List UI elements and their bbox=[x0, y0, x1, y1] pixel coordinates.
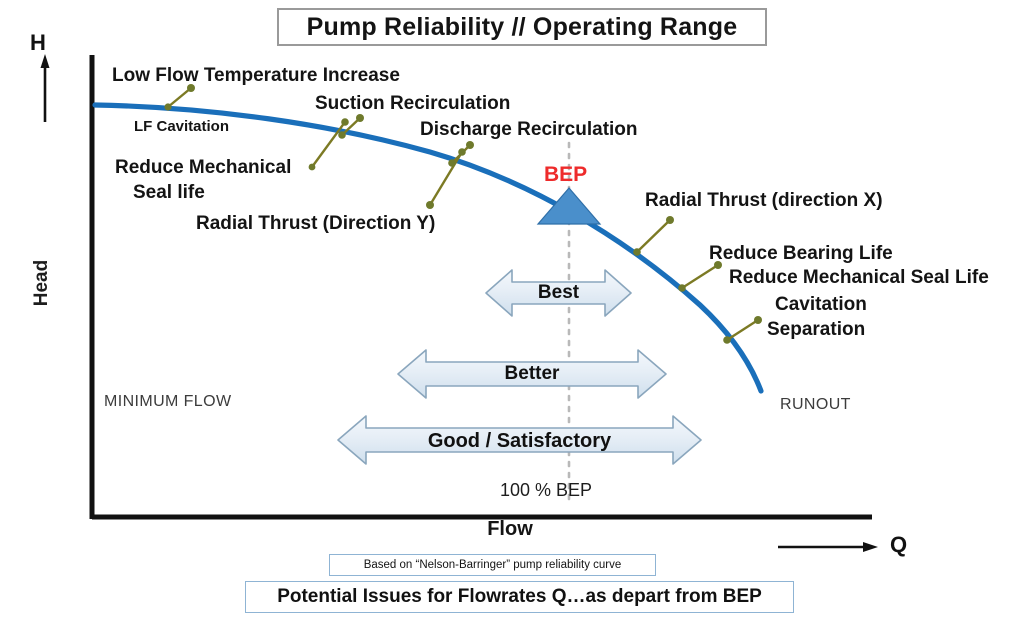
band-arrow-best bbox=[485, 269, 632, 317]
leader-dot-low-flow-temp bbox=[187, 84, 195, 92]
minimum-flow-label: MINIMUM FLOW bbox=[104, 393, 232, 410]
band-label-better-text: Better bbox=[504, 363, 560, 384]
caption-text: Potential Issues for Flowrates Q…as depa… bbox=[277, 586, 762, 607]
band-arrow-good-satisfactory bbox=[337, 415, 702, 465]
runout-label: RUNOUT bbox=[780, 396, 851, 413]
page-title-text: Pump Reliability // Operating Range bbox=[306, 12, 738, 41]
leader-dot-suction-recirculation bbox=[356, 114, 364, 122]
y-axis-symbol: H bbox=[30, 30, 46, 55]
band-label-best: Best bbox=[486, 272, 631, 314]
leader-dot-reduce-bearing-life bbox=[714, 261, 722, 269]
leader-dot-cavitation bbox=[754, 316, 762, 324]
bep-axis-label: 100 % BEP bbox=[500, 480, 593, 500]
leader-dot-reduce-mech-seal-life bbox=[308, 163, 316, 171]
leader-cavitation-separation bbox=[726, 318, 759, 342]
leader-dot-radial-thrust-x bbox=[666, 216, 674, 224]
pump-head-curve bbox=[92, 102, 764, 394]
page-title: Pump Reliability // Operating Range bbox=[277, 8, 767, 46]
leader-radial-thrust-y bbox=[428, 151, 464, 206]
callout-radial-thrust-direction-x: Radial Thrust (direction X) bbox=[645, 190, 883, 211]
callout-reduce-mechanical-seal-life-right: Reduce Mechanical Seal Life bbox=[729, 267, 989, 288]
leader-dot-radial-thrust-y bbox=[426, 201, 434, 209]
band-arrow-better bbox=[397, 349, 667, 399]
q-axis-arrow bbox=[778, 542, 878, 552]
callout-low-flow-temperature-increase: Low Flow Temperature Increase bbox=[112, 65, 400, 86]
band-label-better: Better bbox=[398, 352, 666, 396]
callout-cavitation: Cavitation bbox=[775, 294, 867, 315]
bep-marker-label: BEP bbox=[544, 163, 588, 186]
callout-discharge-recirculation: Discharge Recirculation bbox=[420, 119, 638, 140]
leader-reduce-mech-seal-life bbox=[311, 121, 346, 168]
leader-dot-curve-radial-x bbox=[633, 248, 641, 256]
x-axis-symbol: Q bbox=[890, 532, 908, 557]
source-note-text: Based on “Nelson-Barringer” pump reliabi… bbox=[363, 559, 622, 571]
callout-reduce-bearing-life: Reduce Bearing Life bbox=[709, 243, 893, 264]
callout-seal-life-line2: Seal life bbox=[133, 182, 205, 203]
leader-dot-curve-reduce-mech bbox=[341, 118, 349, 126]
x-axis-title: Flow bbox=[487, 518, 533, 540]
band-label-good-satisfactory-text: Good / Satisfactory bbox=[427, 429, 612, 452]
leader-reduce-bearing-life bbox=[681, 263, 719, 290]
leader-radial-thrust-x bbox=[636, 219, 671, 253]
callout-radial-thrust-direction-y: Radial Thrust (Direction Y) bbox=[196, 213, 436, 234]
h-axis-arrow bbox=[40, 54, 50, 122]
callout-reduce-mechanical-line1: Reduce Mechanical bbox=[115, 157, 292, 178]
leader-dot-curve-low-flow-temp bbox=[164, 103, 172, 111]
leader-dot-curve-radial-y bbox=[458, 148, 466, 156]
leader-dot-discharge-recirculation bbox=[466, 141, 474, 149]
leader-dot-curve-suction bbox=[338, 131, 346, 139]
source-note-box: Based on “Nelson-Barringer” pump reliabi… bbox=[329, 554, 656, 576]
band-label-best-text: Best bbox=[537, 282, 580, 303]
leader-suction-recirculation bbox=[341, 117, 361, 136]
band-label-good-satisfactory: Good / Satisfactory bbox=[338, 418, 701, 464]
callout-lf-cavitation: LF Cavitation bbox=[134, 118, 230, 135]
y-axis-title: Head bbox=[31, 259, 52, 307]
leader-dot-curve-discharge bbox=[448, 159, 456, 167]
leader-low-flow-temp bbox=[167, 87, 192, 108]
callout-separation: Separation bbox=[767, 319, 866, 340]
bep-triangle-marker bbox=[536, 187, 602, 225]
leader-dot-curve-cavitation bbox=[723, 336, 731, 344]
caption-box: Potential Issues for Flowrates Q…as depa… bbox=[245, 581, 794, 613]
callout-suction-recirculation: Suction Recirculation bbox=[315, 93, 511, 114]
leader-dot-curve-bearing bbox=[678, 284, 686, 292]
